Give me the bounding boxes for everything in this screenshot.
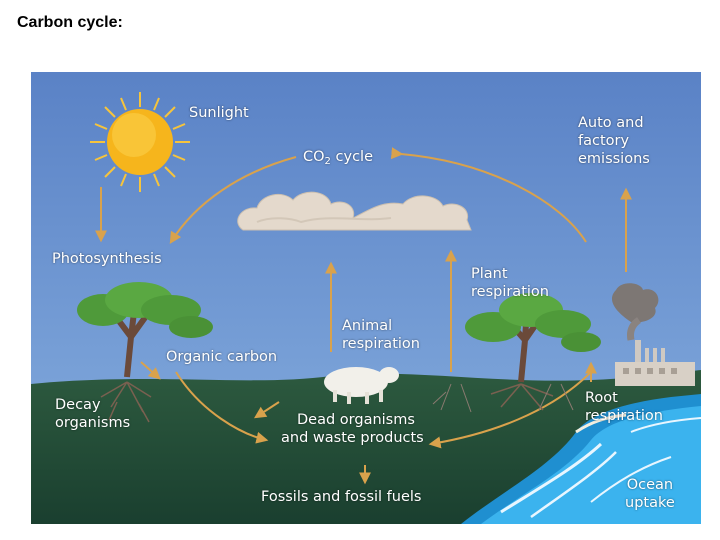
label-auto-emissions: Auto and factory emissions bbox=[578, 114, 650, 168]
label-plant-line1: Plant bbox=[471, 266, 508, 282]
label-decay-organisms: Decay organisms bbox=[55, 396, 130, 432]
tree-icon bbox=[77, 282, 213, 423]
label-animal-respiration: Animal respiration bbox=[342, 317, 420, 353]
label-dead-line2: and waste products bbox=[281, 430, 424, 446]
label-root-respiration: Root respiration bbox=[585, 389, 663, 425]
tree-icon bbox=[465, 293, 601, 411]
label-photosynthesis: Photosynthesis bbox=[52, 251, 162, 267]
sheep-icon bbox=[324, 367, 399, 404]
label-organic-carbon: Organic carbon bbox=[166, 349, 278, 365]
diagram-artwork bbox=[31, 72, 701, 524]
label-root-line1: Root bbox=[585, 390, 618, 406]
label-auto-line3: emissions bbox=[578, 151, 650, 167]
label-auto-line1: Auto and bbox=[578, 115, 644, 131]
carbon-cycle-diagram: Sunlight CO2 cycle Auto and factory emis… bbox=[31, 72, 701, 524]
cloud-icon bbox=[237, 191, 472, 231]
label-ocean-line2: uptake bbox=[625, 495, 675, 511]
label-root-line2: respiration bbox=[585, 408, 663, 424]
ocean-icon bbox=[461, 394, 701, 524]
label-decay-line2: organisms bbox=[55, 415, 131, 431]
root-lines bbox=[432, 383, 574, 413]
label-ocean-line1: Ocean bbox=[626, 477, 674, 493]
sun-icon bbox=[90, 92, 190, 192]
label-auto-line2: factory bbox=[578, 133, 630, 149]
co2-cycle-arrows bbox=[95, 147, 632, 485]
label-animal-line2: respiration bbox=[342, 336, 420, 352]
label-ocean-uptake: Ocean uptake bbox=[625, 476, 675, 512]
label-sunlight: Sunlight bbox=[189, 105, 249, 121]
label-dead-line1: Dead organisms bbox=[297, 412, 415, 428]
label-plant-line2: respiration bbox=[471, 284, 549, 300]
label-animal-line1: Animal bbox=[342, 318, 393, 334]
label-fossils: Fossils and fossil fuels bbox=[261, 489, 422, 505]
label-co2-prefix: CO bbox=[303, 149, 325, 165]
label-plant-respiration: Plant respiration bbox=[471, 265, 549, 301]
label-co2-suffix: cycle bbox=[330, 149, 374, 165]
label-decay-line1: Decay bbox=[55, 397, 101, 413]
label-dead-organisms: Dead organisms and waste products bbox=[281, 411, 424, 447]
label-co2-cycle: CO2 cycle bbox=[303, 148, 373, 171]
slide-title: Carbon cycle: bbox=[17, 14, 123, 31]
factory-icon bbox=[611, 283, 695, 386]
label-co2-subscript: 2 bbox=[324, 156, 331, 167]
